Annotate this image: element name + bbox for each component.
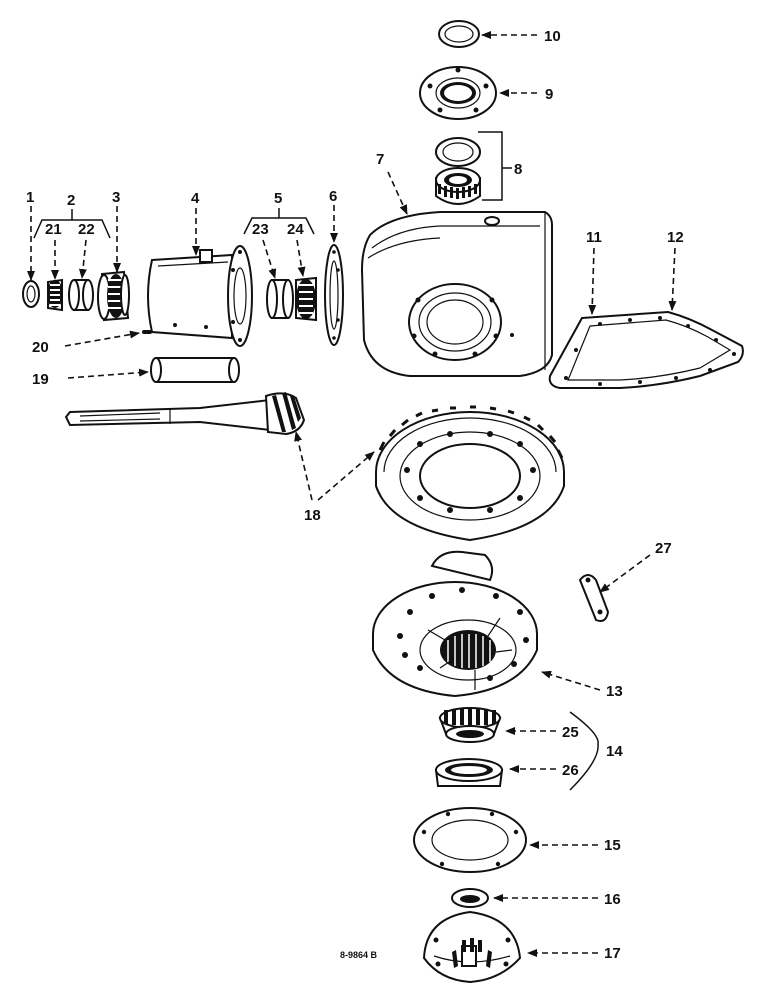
label-10: 10 [544, 28, 561, 45]
label-14: 14 [606, 743, 623, 760]
part-10-seal [438, 20, 480, 48]
label-22: 22 [78, 221, 95, 238]
label-16: 16 [604, 891, 621, 908]
part-13-differential [372, 550, 538, 698]
label-27: 27 [655, 540, 672, 557]
part-3-bearing [97, 270, 130, 322]
label-5: 5 [274, 190, 282, 207]
part-21-cone [47, 278, 63, 312]
label-9: 9 [545, 86, 553, 103]
leader-lines [27, 31, 677, 957]
part-22-cup [68, 279, 94, 311]
part-9-retainer [419, 66, 497, 120]
label-20: 20 [32, 339, 49, 356]
part-11-12-gasket [548, 310, 744, 389]
label-3: 3 [112, 189, 120, 206]
label-17: 17 [604, 945, 621, 962]
label-19: 19 [32, 371, 49, 388]
drawing-code: 8-9864 B [340, 950, 378, 960]
part-19-sleeve [150, 357, 240, 383]
label-1: 1 [26, 189, 34, 206]
part-8-bearing [435, 137, 481, 205]
part-20-pin [142, 330, 152, 334]
part-24-cone [295, 276, 317, 322]
label-2: 2 [67, 192, 75, 209]
label-12: 12 [667, 229, 684, 246]
label-6: 6 [329, 188, 337, 205]
part-17-cover [422, 910, 522, 984]
part-26-cup [434, 758, 504, 787]
label-8: 8 [514, 161, 522, 178]
part-27-link [578, 574, 610, 622]
label-4: 4 [191, 190, 200, 207]
part-18-ring-gear [375, 405, 565, 542]
label-21: 21 [45, 221, 62, 238]
pinion-shaft [64, 392, 306, 436]
label-7: 7 [376, 151, 384, 168]
label-26: 26 [562, 762, 579, 779]
part-25-cone [438, 707, 502, 743]
part-23-cup [266, 279, 294, 319]
part-7-housing [360, 211, 553, 377]
part-15-gasket [413, 807, 527, 873]
label-24: 24 [287, 221, 304, 238]
part-1-seal [22, 280, 40, 308]
part-16-disc [451, 888, 489, 908]
label-23: 23 [252, 221, 269, 238]
part-4-carrier [147, 245, 253, 347]
part-6-shim [324, 244, 344, 346]
label-18: 18 [304, 507, 321, 524]
label-13: 13 [606, 683, 623, 700]
callout-labels: 10 9 8 7 11 12 1 2 3 21 22 4 5 23 24 6 2… [26, 28, 684, 962]
label-11: 11 [586, 229, 602, 246]
label-15: 15 [604, 837, 621, 854]
label-25: 25 [562, 724, 579, 741]
